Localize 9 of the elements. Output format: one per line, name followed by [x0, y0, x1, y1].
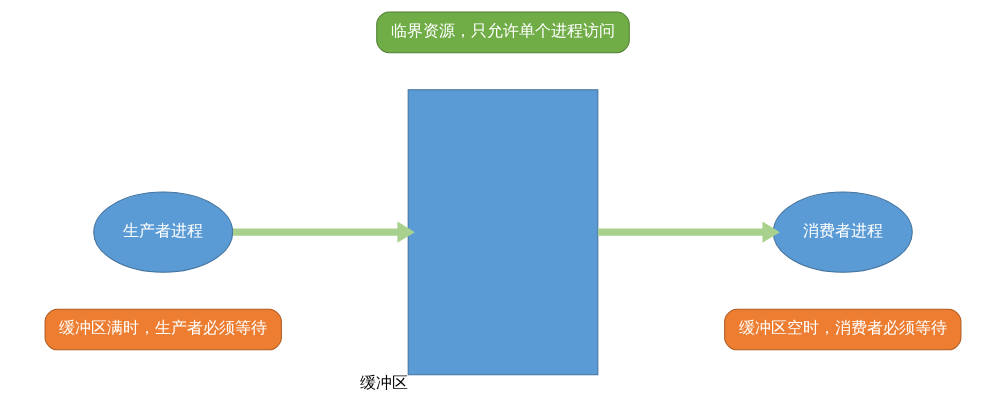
node-ellipse: 消费者进程 — [772, 191, 913, 273]
node-box: 缓冲区满时，生产者必须等待 — [44, 308, 282, 351]
arrow — [232, 221, 415, 243]
arrow — [597, 221, 780, 243]
node-box: 临界资源，只允许单个进程访问 — [375, 11, 630, 54]
node-box — [407, 89, 598, 376]
node-ellipse: 生产者进程 — [92, 191, 233, 273]
node-label: 缓冲区 — [359, 372, 408, 392]
node-box: 缓冲区空时，消费者必须等待 — [723, 308, 961, 351]
